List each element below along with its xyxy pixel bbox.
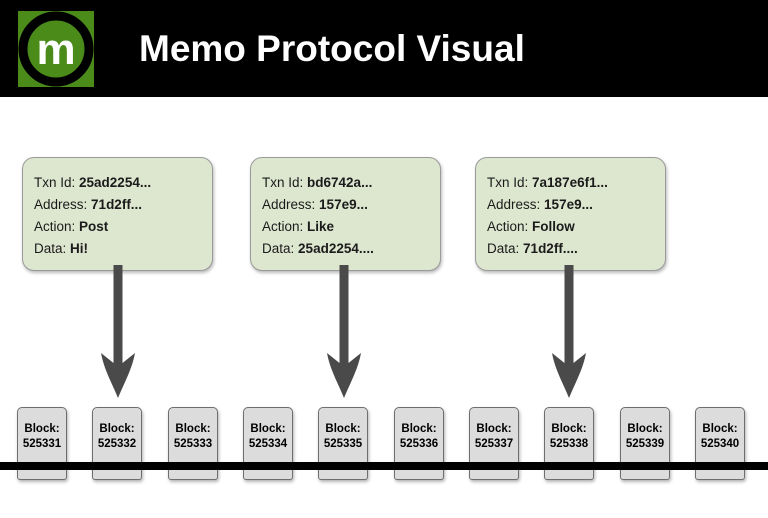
block-number: 525331 [22,438,62,450]
arrow-card3-to-block-525338 [551,265,587,405]
memo-card-1[interactable]: Txn Id: 25ad2254... Address: 71d2ff... A… [22,157,213,271]
card-field-value: Hi! [70,241,89,256]
block-label: Block: [24,423,60,435]
card-field-value: 71d2ff.... [523,241,578,256]
card-field-address: Address: 157e9... [487,194,665,216]
card-field-address: Address: 157e9... [262,194,440,216]
block-number: 525338 [549,438,589,450]
card-field-value: bd6742a... [307,175,373,190]
card-field-label: Data: [487,241,520,256]
card-field-value: 25ad2254.... [298,241,374,256]
card-field-data: Data: 71d2ff.... [487,238,665,260]
blockchain-spine [0,462,768,470]
card-field-label: Address: [487,197,541,212]
memo-card-2[interactable]: Txn Id: bd6742a... Address: 157e9... Act… [250,157,441,271]
memo-logo-graphic: m [18,11,94,87]
page-header: m Memo Protocol Visual [0,0,768,97]
card-field-txnid: Txn Id: bd6742a... [262,172,440,194]
card-field-label: Txn Id: [487,175,529,190]
card-field-data: Data: Hi! [34,238,212,260]
card-field-action: Action: Post [34,216,212,238]
card-field-value: 7a187e6f1... [532,175,608,190]
block-number: 525335 [323,438,363,450]
block-label: Block: [551,423,587,435]
svg-text:m: m [36,25,75,74]
card-field-label: Action: [262,219,304,234]
memo-card-3[interactable]: Txn Id: 7a187e6f1... Address: 157e9... A… [475,157,666,271]
block-number: 525340 [700,438,740,450]
arrow-card2-to-block-525335 [326,265,362,405]
block-label: Block: [476,423,512,435]
down-arrow-icon [327,265,361,398]
block-label: Block: [627,423,663,435]
card-field-txnid: Txn Id: 25ad2254... [34,172,212,194]
down-arrow-icon [552,265,586,398]
card-field-label: Txn Id: [262,175,304,190]
card-field-value: 71d2ff... [91,197,143,212]
card-field-action: Action: Like [262,216,440,238]
block-label: Block: [175,423,211,435]
card-field-value: Like [307,219,335,234]
down-arrow-icon [101,265,135,398]
card-field-value: Post [79,219,109,234]
page-title: Memo Protocol Visual [139,28,525,69]
card-field-txnid: Txn Id: 7a187e6f1... [487,172,665,194]
card-field-address: Address: 71d2ff... [34,194,212,216]
card-field-label: Address: [262,197,316,212]
block-number: 525333 [173,438,213,450]
card-field-value: 157e9... [544,197,593,212]
card-field-label: Data: [262,241,295,256]
block-label: Block: [250,423,286,435]
block-label: Block: [325,423,361,435]
card-field-data: Data: 25ad2254.... [262,238,440,260]
block-number: 525337 [474,438,514,450]
card-field-label: Action: [34,219,76,234]
block-number: 525334 [248,438,288,450]
block-label: Block: [702,423,738,435]
block-label: Block: [99,423,135,435]
card-field-value: Follow [532,219,575,234]
card-field-action: Action: Follow [487,216,665,238]
block-number: 525336 [399,438,439,450]
block-number: 525332 [97,438,137,450]
card-field-label: Address: [34,197,88,212]
block-label: Block: [401,423,437,435]
card-field-value: 157e9... [319,197,368,212]
card-field-label: Action: [487,219,529,234]
card-field-label: Txn Id: [34,175,76,190]
card-field-label: Data: [34,241,67,256]
card-field-value: 25ad2254... [79,175,152,190]
arrow-card1-to-block-525332 [100,265,136,405]
block-number: 525339 [625,438,665,450]
memo-logo: m [18,11,94,87]
